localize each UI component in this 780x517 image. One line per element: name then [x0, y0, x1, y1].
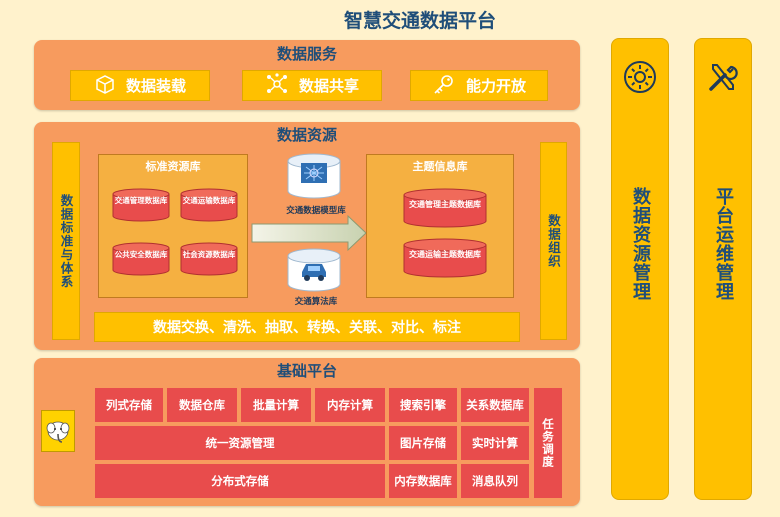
base-platform-title: 基础平台: [276, 362, 337, 380]
page-title: 智慧交通数据平台: [343, 10, 496, 32]
topic-library-title: 主题信息库: [412, 160, 468, 173]
key-icon: [432, 73, 456, 99]
social-resource-db: 社会资源数据库: [180, 242, 238, 276]
standard-library-title: 标准资源库: [145, 160, 201, 173]
data-sharing-label: 数据共享: [298, 77, 359, 95]
database-icon: [112, 242, 170, 276]
data-sharing-button[interactable]: 数据共享: [242, 70, 382, 101]
realtime-computing: 实时计算: [461, 426, 529, 460]
data-process-label: 数据交换、清洗、抽取、转换、关联、对比、标注: [153, 320, 461, 336]
elephant-icon: [46, 421, 70, 443]
database-icon: [403, 238, 487, 278]
traffic-management-db: 交通管理数据库: [112, 188, 170, 222]
capability-open-label: 能力开放: [465, 77, 526, 95]
standard-resource-library: 标准资源库: [98, 154, 248, 298]
algorithm-library-icon: [284, 246, 344, 294]
data-resource-management-label: 数据资源管理: [630, 187, 651, 301]
in-memory-database: 内存数据库: [389, 464, 457, 498]
model-library-icon: [284, 151, 344, 201]
message-queue: 消息队列: [461, 464, 529, 498]
data-standard-label: 数据标准与体系: [58, 193, 74, 289]
data-loading-label: 数据装载: [125, 77, 186, 95]
platform-ops-management-label: 平台运维管理: [713, 187, 734, 301]
public-safety-db: 公共安全数据库: [112, 242, 170, 276]
data-service-title: 数据服务: [276, 45, 337, 63]
traffic-transport-topic-db-label: 交通运输主题数据库: [409, 250, 481, 259]
data-process-bar: 数据交换、清洗、抽取、转换、关联、对比、标注: [94, 312, 520, 342]
traffic-management-db-label: 交通管理数据库: [114, 196, 168, 205]
algorithm-library-label: 交通算法库: [294, 297, 338, 307]
image-storage: 图片存储: [389, 426, 457, 460]
traffic-transport-db-label: 交通运输数据库: [182, 196, 236, 205]
data-warehouse: 数据仓库: [167, 388, 237, 422]
data-loading-button[interactable]: 数据装载: [70, 70, 210, 101]
data-organization-bar: 数据组织: [540, 142, 567, 340]
data-organization-label: 数据组织: [546, 214, 561, 268]
platform-ops-management-panel: 平台运维管理: [694, 38, 752, 500]
data-standard-bar: 数据标准与体系: [52, 142, 80, 340]
traffic-transport-db: 交通运输数据库: [180, 188, 238, 222]
unified-resource-management: 统一资源管理: [95, 426, 385, 460]
database-icon: [180, 242, 238, 276]
public-safety-db-label: 公共安全数据库: [114, 250, 168, 259]
task-scheduler-label: 任务调度: [541, 418, 555, 468]
database-icon: [180, 188, 238, 222]
hadoop-logo: [41, 410, 75, 452]
data-resource-title: 数据资源: [276, 126, 337, 144]
tools-icon: [705, 59, 741, 99]
model-library-label: 交通数据模型库: [286, 206, 346, 216]
gear-globe-icon: [622, 59, 658, 99]
in-memory-computing: 内存计算: [315, 388, 385, 422]
social-resource-db-label: 社会资源数据库: [182, 250, 236, 259]
database-icon: [112, 188, 170, 222]
traffic-transport-topic-db: 交通运输主题数据库: [403, 238, 487, 278]
distributed-storage: 分布式存储: [95, 464, 385, 498]
data-resource-management-panel: 数据资源管理: [611, 38, 669, 500]
columnar-storage: 列式存储: [95, 388, 163, 422]
network-icon: [265, 72, 289, 99]
search-engine: 搜索引擎: [389, 388, 457, 422]
relational-database: 关系数据库: [461, 388, 529, 422]
traffic-management-topic-db: 交通管理主题数据库: [403, 188, 487, 228]
traffic-management-topic-db-label: 交通管理主题数据库: [409, 200, 481, 209]
batch-computing: 批量计算: [241, 388, 311, 422]
flow-arrow: [250, 214, 368, 252]
task-scheduler: 任务调度: [534, 388, 562, 498]
database-icon: [403, 188, 487, 228]
box-icon: [94, 74, 116, 98]
capability-open-button[interactable]: 能力开放: [410, 70, 548, 101]
